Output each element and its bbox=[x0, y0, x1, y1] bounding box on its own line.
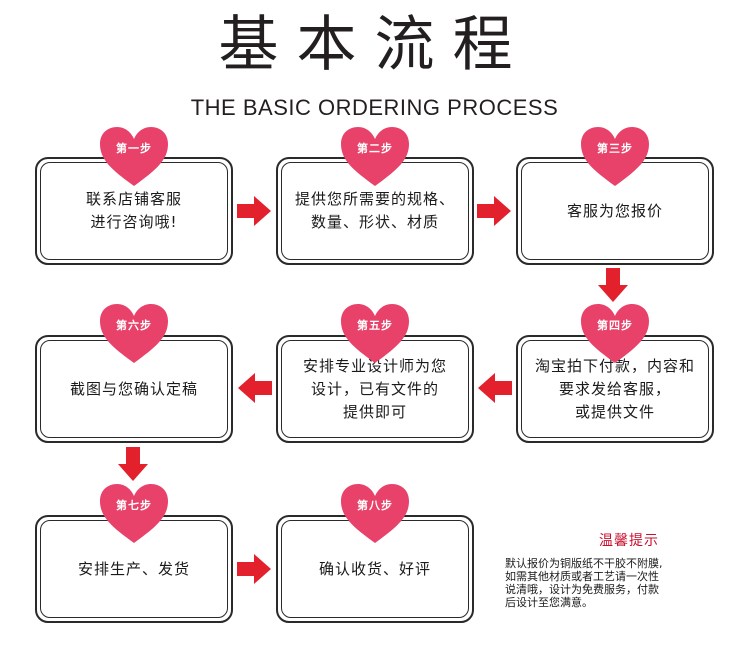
step-4-line-3: 或提供文件 bbox=[574, 402, 655, 421]
heart-icon bbox=[581, 127, 649, 186]
step-5-line-1: 安排专业设计师为您 bbox=[302, 356, 447, 375]
tips-line-4: 后设计至您满意。 bbox=[505, 596, 593, 609]
page-subtitle: THE BASIC ORDERING PROCESS bbox=[190, 95, 559, 120]
step-8-heart: 第八步 bbox=[339, 483, 411, 545]
arrow-right-icon bbox=[237, 554, 271, 584]
step-5-box: 安排专业设计师为您 设计，已有文件的 提供即可 bbox=[276, 335, 474, 443]
arrow-right-icon bbox=[477, 196, 511, 226]
step-7-line-1: 安排生产、发货 bbox=[77, 559, 190, 578]
step-3-heart: 第三步 bbox=[579, 126, 651, 188]
step-3-box: 客服为您报价 bbox=[516, 157, 714, 265]
page-title: 基本流程 bbox=[218, 10, 531, 80]
heart-icon bbox=[100, 484, 168, 543]
tips-line-3: 说清哦，设计为免费服务，付款 bbox=[505, 583, 659, 596]
step-1-line-1: 联系店铺客服 bbox=[85, 190, 182, 208]
tips-title: 温馨提示 bbox=[599, 533, 659, 549]
step-8-label: 第八步 bbox=[357, 499, 393, 512]
tips-line-2: 如需其他材质或者工艺请一次性 bbox=[505, 570, 659, 583]
step-8-box: 确认收货、好评 bbox=[276, 515, 474, 623]
tips-body: 默认报价为铜版纸不干胶不附膜, 如需其他材质或者工艺请一次性 说清哦，设计为免费… bbox=[505, 557, 725, 609]
arrow-left-icon bbox=[238, 373, 272, 403]
step-5-heart: 第五步 bbox=[339, 303, 411, 365]
step-1-heart: 第一步 bbox=[98, 126, 170, 188]
step-6-label: 第六步 bbox=[116, 319, 152, 332]
step-2-heart: 第二步 bbox=[339, 126, 411, 188]
step-2-line-2: 数量、形状、材质 bbox=[310, 213, 439, 231]
arrow-left-icon bbox=[478, 373, 512, 403]
step-4-line-2: 要求发给客服， bbox=[558, 379, 671, 398]
step-6-heart: 第六步 bbox=[98, 303, 170, 365]
step-3-line-1: 客服为您报价 bbox=[566, 201, 663, 220]
step-1-line-2: 进行咨询哦! bbox=[90, 213, 178, 231]
arrow-down-icon bbox=[118, 447, 148, 481]
heart-icon bbox=[100, 127, 168, 186]
heart-icon bbox=[341, 304, 409, 363]
step-5-line-3: 提供即可 bbox=[342, 402, 407, 421]
step-4-label: 第四步 bbox=[597, 319, 633, 332]
step-3-label: 第三步 bbox=[597, 142, 633, 155]
step-6-line-1: 截图与您确认定稿 bbox=[69, 379, 198, 398]
heart-icon bbox=[341, 127, 409, 186]
arrow-down-icon bbox=[598, 268, 628, 302]
step-2-line-1: 提供您所需要的规格、 bbox=[294, 190, 455, 208]
step-7-box: 安排生产、发货 bbox=[35, 515, 233, 623]
tips-line-1: 默认报价为铜版纸不干胶不附膜, bbox=[505, 557, 663, 570]
heart-icon bbox=[341, 484, 409, 543]
step-2-label: 第二步 bbox=[357, 142, 393, 155]
step-4-line-1: 淘宝拍下付款，内容和 bbox=[534, 356, 695, 375]
step-7-label: 第七步 bbox=[116, 499, 152, 512]
step-5-line-2: 设计，已有文件的 bbox=[310, 379, 439, 398]
heart-icon bbox=[581, 304, 649, 363]
step-8-line-1: 确认收货、好评 bbox=[318, 559, 431, 578]
step-4-heart: 第四步 bbox=[579, 303, 651, 365]
arrow-right-icon bbox=[237, 196, 271, 226]
step-7-heart: 第七步 bbox=[98, 483, 170, 545]
step-5-label: 第五步 bbox=[357, 319, 393, 332]
step-1-label: 第一步 bbox=[116, 142, 152, 155]
heart-icon bbox=[100, 304, 168, 363]
